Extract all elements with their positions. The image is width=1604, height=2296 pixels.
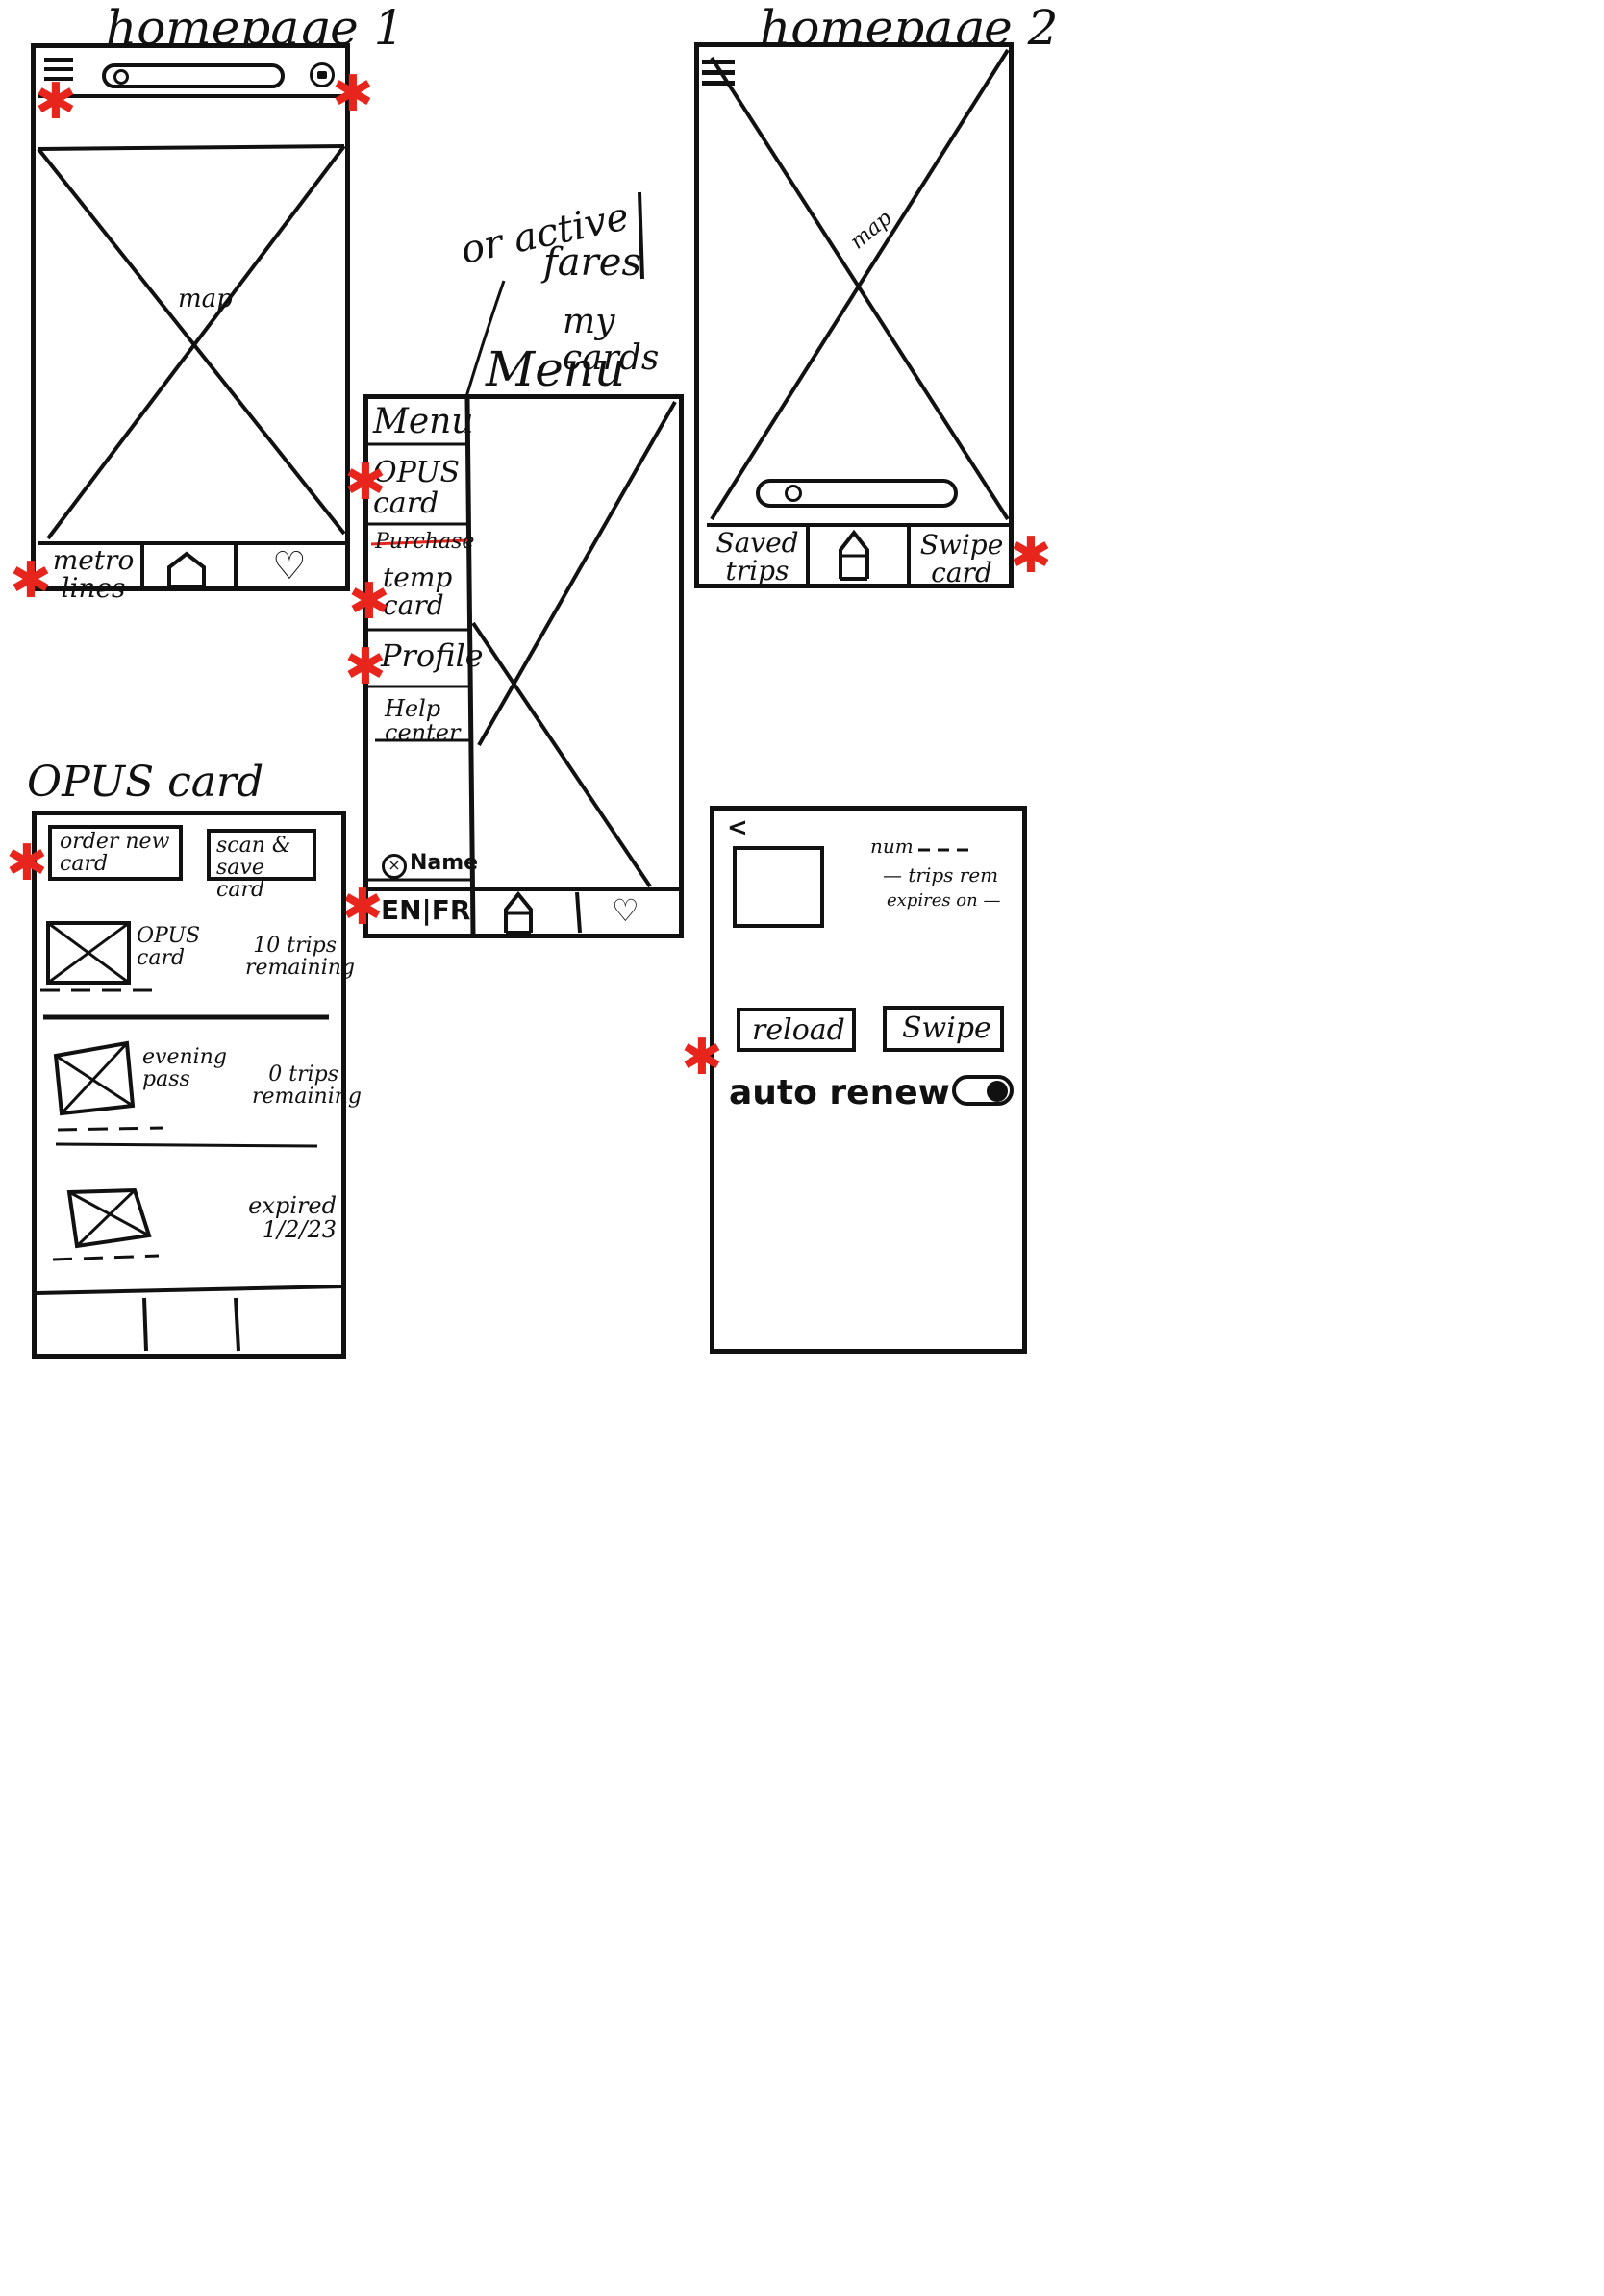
- heart-icon[interactable]: ♡: [272, 544, 307, 588]
- trips-remaining-label: — trips rem: [883, 863, 999, 886]
- menu-item-menu: Menu: [373, 402, 474, 441]
- menu-hamburger-icon[interactable]: [44, 58, 73, 81]
- menu-item-opus-card[interactable]: OPUS card: [373, 456, 461, 520]
- home-icon[interactable]: [165, 550, 208, 592]
- annotation-star-icon: ✱: [348, 573, 390, 631]
- autorenew-label: auto renew: [729, 1073, 950, 1112]
- order-new-card-button[interactable]: order new card: [48, 825, 183, 881]
- menu-item-purchase[interactable]: Purchase: [375, 530, 475, 554]
- card-number-label: num: [870, 835, 914, 858]
- annotation-star-icon: ✱: [344, 454, 387, 512]
- card-status: 0 trips remaining: [252, 1062, 363, 1110]
- menu-hamburger-icon[interactable]: [702, 60, 735, 86]
- menu-annotation-line2: fares: [543, 240, 641, 285]
- card-name: evening pass: [142, 1045, 227, 1092]
- home-icon[interactable]: [837, 529, 871, 585]
- card-status: 10 trips remaining: [245, 934, 356, 981]
- annotation-star-icon: ✱: [10, 552, 52, 610]
- home-icon[interactable]: [502, 890, 535, 938]
- scan-save-card-button[interactable]: scan & save card: [207, 829, 316, 901]
- map-label: map: [178, 285, 233, 313]
- menu-item-temp-card[interactable]: temp card: [383, 562, 453, 622]
- card-icon[interactable]: [310, 62, 335, 87]
- annotation-star-icon: ✱: [344, 638, 387, 696]
- search-icon: [113, 69, 129, 85]
- annotation-star-icon: ✱: [35, 73, 77, 131]
- card-name: OPUS card: [137, 924, 201, 971]
- menu-item-profile[interactable]: Profile: [381, 637, 484, 674]
- language-toggle[interactable]: EN|FR: [381, 894, 471, 926]
- annotation-star-icon: ✱: [332, 65, 374, 123]
- search-icon: [785, 485, 802, 502]
- menu-title: Menu: [486, 341, 626, 397]
- menu-user-name[interactable]: Name: [410, 851, 479, 875]
- annotation-star-icon: ✱: [1010, 527, 1052, 585]
- menu-annotation-line3: my cards: [563, 302, 660, 378]
- opus-title: OPUS card: [27, 758, 264, 807]
- homepage1-frame: [31, 43, 350, 591]
- autorenew-toggle[interactable]: [952, 1075, 1014, 1106]
- card-detail-frame: [710, 806, 1027, 1354]
- search-bar[interactable]: [756, 479, 958, 508]
- swipe-button[interactable]: Swipe: [883, 1006, 1004, 1052]
- expires-on-label: expires on —: [887, 890, 1001, 911]
- nav-saved-trips[interactable]: Saved trips: [715, 527, 799, 587]
- card-status: expired 1/2/23: [248, 1192, 337, 1244]
- annotation-star-icon: ✱: [681, 1029, 723, 1086]
- heart-icon[interactable]: ♡: [612, 892, 639, 929]
- search-bar[interactable]: [102, 63, 285, 88]
- opus-frame: [32, 811, 346, 1359]
- back-button[interactable]: <: [727, 813, 748, 842]
- card-image-placeholder: [733, 846, 824, 928]
- annotation-star-icon: ✱: [341, 879, 384, 936]
- annotation-star-icon: ✱: [6, 835, 48, 892]
- nav-swipe-card[interactable]: Swipe card: [919, 529, 1004, 589]
- reload-button[interactable]: reload: [737, 1008, 856, 1052]
- profile-avatar-icon: ×: [382, 854, 407, 879]
- menu-item-help-center[interactable]: Help center: [385, 695, 461, 747]
- nav-metro-lines[interactable]: metro lines: [52, 544, 135, 605]
